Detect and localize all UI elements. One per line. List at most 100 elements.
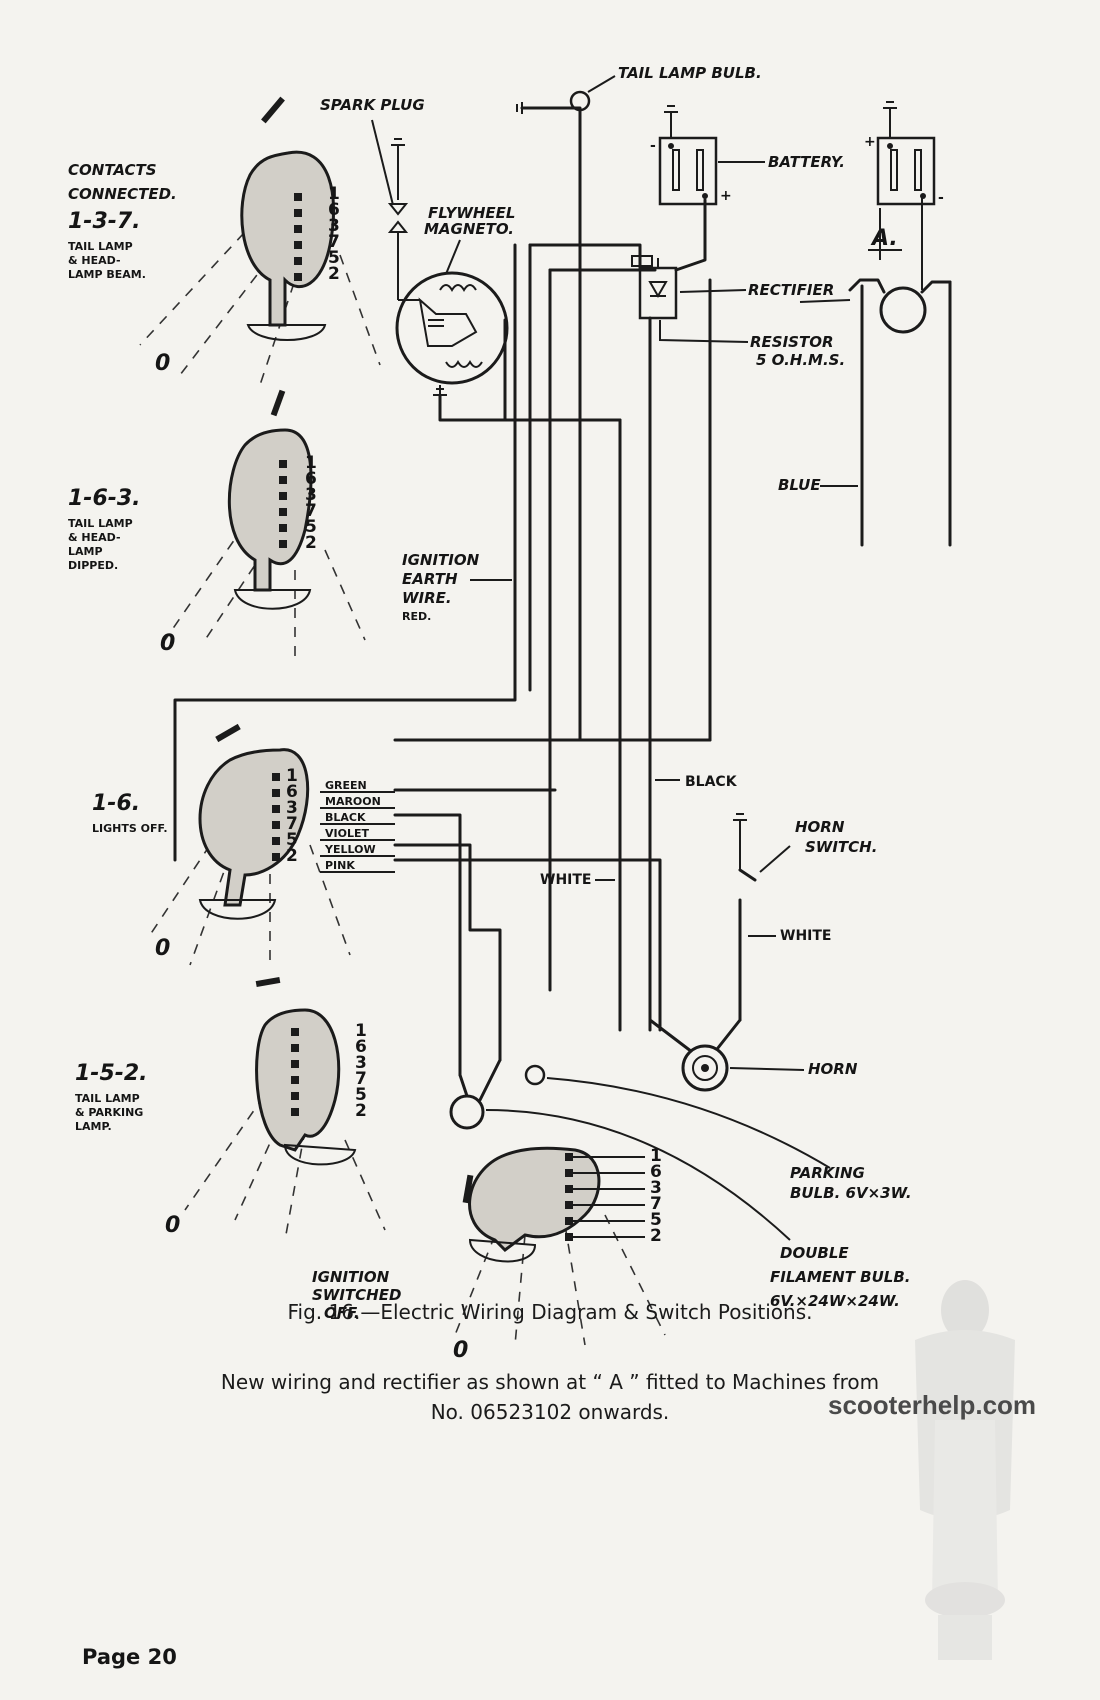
svg-text:OFF.: OFF. bbox=[324, 1304, 360, 1322]
flywheel-magneto: FLYWHEEL MAGNETO. bbox=[395, 204, 515, 396]
svg-text:& HEAD-: & HEAD- bbox=[68, 531, 121, 544]
switch-position-5: 1 6 3 7 5 2 0 bbox=[453, 1146, 666, 1363]
double-filament-bulb: DOUBLE FILAMENT BULB. 6V.×24W×24W. bbox=[449, 1058, 910, 1310]
rectifier-a: BLUE bbox=[778, 196, 952, 547]
tail-lamp-bulb: TAIL LAMP BULB. bbox=[516, 64, 762, 114]
svg-text:5 O.H.M.S.: 5 O.H.M.S. bbox=[756, 351, 845, 369]
watermark-text: scooterhelp.com bbox=[828, 1390, 1037, 1420]
svg-text:FLYWHEEL: FLYWHEEL bbox=[428, 204, 515, 222]
spark-plug: SPARK PLUG bbox=[320, 96, 425, 233]
tail-lamp-bulb-label: TAIL LAMP BULB. bbox=[618, 64, 762, 82]
switch-position-1: 1 6 3 7 5 2 0 bbox=[139, 96, 381, 386]
svg-text:RECTIFIER: RECTIFIER bbox=[748, 281, 834, 299]
svg-text:& HEAD-: & HEAD- bbox=[68, 254, 121, 267]
svg-text:WHITE: WHITE bbox=[780, 928, 831, 944]
svg-text:PINK: PINK bbox=[325, 859, 355, 872]
horn: HORN bbox=[681, 1044, 858, 1092]
svg-text:-: - bbox=[650, 138, 656, 154]
svg-text:2: 2 bbox=[355, 1101, 367, 1121]
svg-text:HORN: HORN bbox=[795, 818, 845, 836]
svg-text:1: 1 bbox=[286, 766, 298, 786]
svg-text:2: 2 bbox=[650, 1226, 662, 1246]
svg-text:7: 7 bbox=[650, 1194, 662, 1214]
svg-text:CONTACTS: CONTACTS bbox=[68, 161, 157, 179]
switch-position-4: 1 6 3 7 5 2 0 bbox=[165, 976, 386, 1241]
svg-text:+: + bbox=[720, 188, 732, 204]
switch-position-3: 1 6 3 7 5 2 0 bbox=[149, 723, 351, 966]
svg-text:RED.: RED. bbox=[402, 610, 431, 623]
svg-text:HORN: HORN bbox=[808, 1060, 858, 1078]
svg-text:LAMP: LAMP bbox=[68, 545, 103, 558]
svg-text:7: 7 bbox=[305, 501, 317, 521]
svg-text:5: 5 bbox=[286, 830, 298, 850]
svg-text:6V.×24W×24W.: 6V.×24W×24W. bbox=[770, 1292, 900, 1310]
svg-text:BLACK: BLACK bbox=[685, 774, 738, 790]
svg-text:TAIL LAMP: TAIL LAMP bbox=[68, 517, 133, 530]
svg-text:WIRE.: WIRE. bbox=[402, 589, 452, 607]
svg-text:3: 3 bbox=[650, 1178, 662, 1198]
svg-text:0: 0 bbox=[155, 351, 170, 376]
svg-text:6: 6 bbox=[328, 200, 340, 220]
parking-bulb: PARKING BULB. 6V×3W. bbox=[524, 1064, 912, 1202]
svg-text:1-6-3.: 1-6-3. bbox=[68, 486, 141, 511]
wire-color-labels: GREEN MAROON BLACK VIOLET YELLOW PINK bbox=[320, 779, 395, 873]
battery-label: BATTERY. bbox=[768, 153, 845, 171]
svg-text:-: - bbox=[938, 190, 944, 206]
svg-text:0: 0 bbox=[453, 1338, 468, 1363]
svg-text:0: 0 bbox=[165, 1213, 180, 1238]
svg-text:TAIL LAMP: TAIL LAMP bbox=[68, 240, 133, 253]
svg-text:0: 0 bbox=[160, 631, 175, 656]
page-number: Page 20 bbox=[82, 1645, 177, 1669]
svg-text:5: 5 bbox=[305, 517, 317, 537]
svg-text:3: 3 bbox=[305, 485, 317, 505]
note-line-2: No. 06523102 onwards. bbox=[430, 1400, 670, 1424]
svg-text:DOUBLE: DOUBLE bbox=[780, 1244, 849, 1262]
svg-text:IGNITION: IGNITION bbox=[312, 1268, 390, 1286]
svg-text:IGNITION: IGNITION bbox=[402, 551, 480, 569]
svg-text:1: 1 bbox=[328, 184, 340, 204]
svg-text:RESISTOR: RESISTOR bbox=[750, 333, 834, 351]
svg-text:CONNECTED.: CONNECTED. bbox=[68, 185, 177, 203]
svg-text:VIOLET: VIOLET bbox=[325, 827, 369, 840]
svg-text:1: 1 bbox=[305, 453, 317, 473]
svg-text:5: 5 bbox=[650, 1210, 662, 1230]
svg-text:6: 6 bbox=[286, 782, 298, 802]
svg-text:2: 2 bbox=[286, 846, 298, 866]
battery-left: - + BATTERY. bbox=[650, 105, 845, 206]
svg-text:3: 3 bbox=[286, 798, 298, 818]
svg-text:6: 6 bbox=[355, 1037, 367, 1057]
svg-text:2: 2 bbox=[328, 264, 340, 284]
svg-text:1-3-7.: 1-3-7. bbox=[68, 209, 141, 234]
scooter-watermark-icon bbox=[915, 1280, 1015, 1660]
main-harness: BLACK WHITE bbox=[173, 106, 738, 1077]
svg-text:7: 7 bbox=[328, 232, 340, 252]
svg-text:3: 3 bbox=[355, 1053, 367, 1073]
svg-text:WHITE: WHITE bbox=[540, 872, 591, 888]
svg-text:TAIL LAMP: TAIL LAMP bbox=[75, 1092, 140, 1105]
svg-text:LAMP.: LAMP. bbox=[75, 1120, 112, 1133]
svg-text:5: 5 bbox=[355, 1085, 367, 1105]
svg-text:GREEN: GREEN bbox=[325, 779, 367, 792]
svg-text:+: + bbox=[864, 134, 876, 150]
a-marker: A. bbox=[870, 226, 898, 251]
svg-text:FILAMENT BULB.: FILAMENT BULB. bbox=[770, 1268, 910, 1286]
svg-text:BLUE: BLUE bbox=[778, 476, 821, 494]
svg-text:3: 3 bbox=[328, 216, 340, 236]
svg-text:DIPPED.: DIPPED. bbox=[68, 559, 118, 572]
ignition-earth-label: IGNITION EARTH WIRE. RED. bbox=[402, 551, 512, 623]
svg-text:SWITCH.: SWITCH. bbox=[805, 838, 877, 856]
svg-text:LIGHTS OFF.: LIGHTS OFF. bbox=[92, 822, 168, 835]
svg-text:LAMP BEAM.: LAMP BEAM. bbox=[68, 268, 146, 281]
svg-text:EARTH: EARTH bbox=[402, 570, 458, 588]
svg-text:0: 0 bbox=[155, 936, 170, 961]
svg-text:MAGNETO.: MAGNETO. bbox=[424, 220, 514, 238]
svg-text:& PARKING: & PARKING bbox=[75, 1106, 143, 1119]
rectifier-block: RECTIFIER RESISTOR 5 O.H.M.S. bbox=[631, 255, 845, 369]
svg-text:1: 1 bbox=[650, 1146, 662, 1166]
battery-right: + - A. bbox=[864, 101, 944, 251]
svg-text:1-5-2.: 1-5-2. bbox=[75, 1061, 148, 1086]
svg-text:6: 6 bbox=[305, 469, 317, 489]
terminals: 1 6 3 7 5 2 bbox=[294, 184, 340, 284]
note-line-1: New wiring and rectifier as shown at “ A… bbox=[220, 1370, 880, 1394]
